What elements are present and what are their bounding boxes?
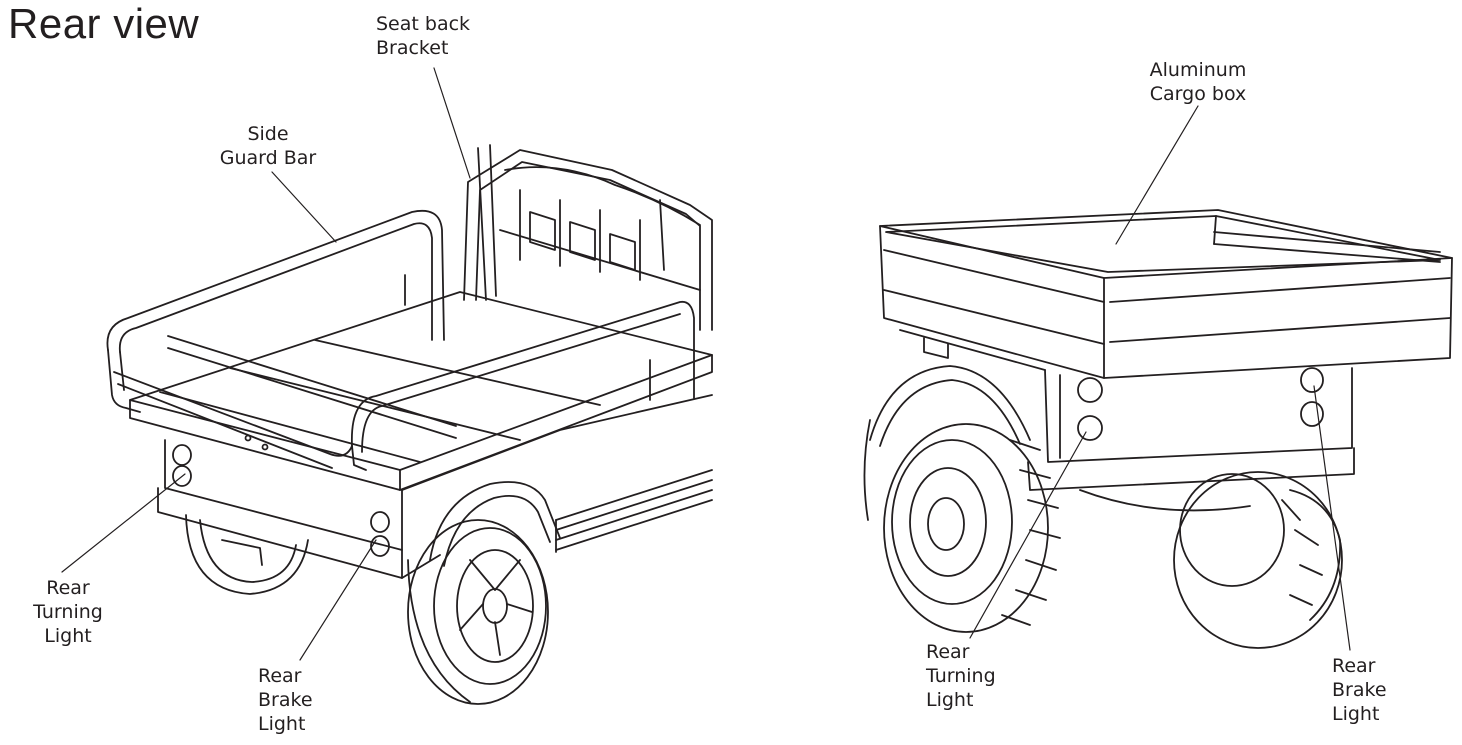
leader-lines (61, 67, 1351, 661)
leader-left-rear-brake-light (299, 539, 377, 661)
leader-aluminum-cargo-box (1115, 105, 1199, 245)
label-right-rear-brake-light: Rear Brake Light (1332, 655, 1387, 725)
label-right-rear-turning-light: Rear Turning Light (926, 641, 996, 711)
label-seat-back-bracket: Seat back Bracket (376, 13, 471, 59)
right-vehicle-drawing (863, 209, 1453, 649)
label-left-rear-brake-light: Rear Brake Light (258, 665, 313, 735)
leader-seat-back-bracket (433, 67, 471, 179)
left-vehicle-drawing (106, 144, 713, 705)
label-left-rear-turning-light: Rear Turning Light (33, 577, 103, 647)
page-title: Rear view (8, 0, 200, 47)
label-aluminum-cargo-box: Aluminum Cargo box (1149, 59, 1247, 105)
leader-right-rear-brake-light (1313, 385, 1351, 651)
leader-left-rear-turning-light (61, 473, 186, 573)
label-side-guard-bar: Side Guard Bar (219, 123, 317, 169)
leader-right-rear-turning-light (969, 431, 1087, 639)
leader-side-guard-bar (271, 171, 337, 243)
